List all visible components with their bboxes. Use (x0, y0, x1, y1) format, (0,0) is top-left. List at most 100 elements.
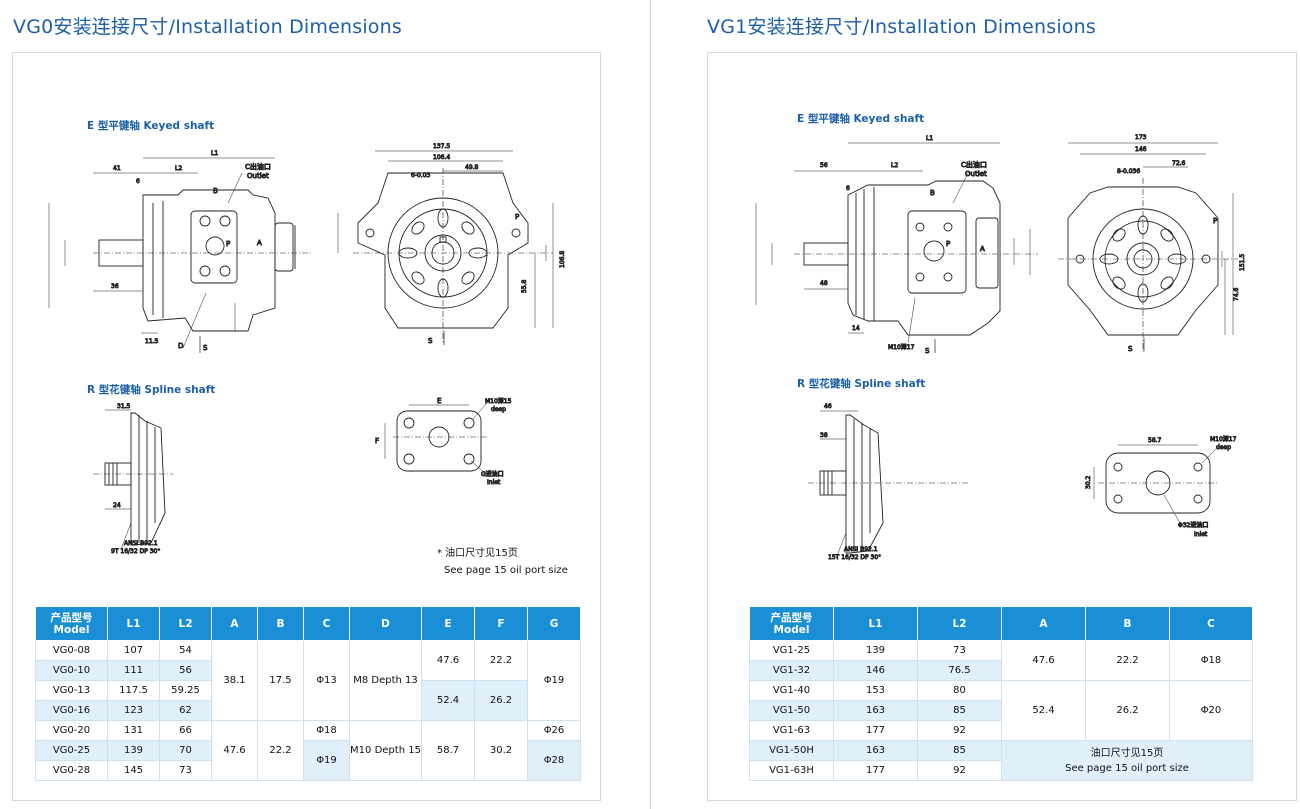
dim-l2: L2 (891, 162, 898, 169)
g-cell: Φ19 (527, 640, 581, 721)
model-cell: VG1-63H (749, 760, 834, 781)
front-port-p-label: P (1213, 217, 1217, 225)
d-cell: M10 Depth 15 (349, 720, 422, 781)
table-row: VG0-25 139 70 Φ19 Φ28 (35, 740, 581, 781)
model-cell: VG1-32 (749, 660, 834, 681)
table-row: VG0-10 111 56 (35, 660, 581, 681)
l2-cell: 80 (917, 680, 1002, 701)
dim-55-8: 55.8 (521, 279, 528, 293)
flange-f-label: F (375, 437, 379, 445)
page-title: VG0安装连接尺寸/Installation Dimensions (13, 16, 402, 38)
spline-teeth-label: 9T 16/32 DP 30° (111, 548, 160, 555)
header-l1: L1 (833, 606, 918, 641)
ansi-label: ANSI B92.1 (124, 540, 158, 547)
vg0-page: VG0安装连接尺寸/Installation Dimensions E 型平键轴… (12, 16, 601, 801)
c-cell: Φ18 (303, 720, 350, 741)
table-row: VG1-63 177 92 (749, 720, 1253, 741)
header-a: A (1001, 606, 1086, 641)
inlet-cn-label: G进油口 (481, 470, 504, 478)
f-cell: 22.2 (474, 640, 528, 681)
l2-cell: 85 (917, 740, 1002, 761)
table-row: VG0-28 145 73 (35, 760, 581, 781)
l1-cell: 107 (107, 640, 160, 661)
l1-cell: 177 (833, 760, 918, 781)
flange-deep-label: deep (491, 406, 506, 413)
dim-l1: L1 (211, 150, 218, 157)
model-cell: VG1-40 (749, 680, 834, 701)
l2-cell: 92 (917, 760, 1002, 781)
dim-a-label: A (980, 245, 985, 253)
port-s-label: S (925, 347, 930, 355)
l1-cell: 123 (107, 700, 160, 721)
l1-cell: 145 (107, 760, 160, 781)
b-cell: 22.2 (1085, 640, 1170, 681)
b-cell: 26.2 (1085, 680, 1170, 741)
dim-48: 48 (820, 280, 828, 287)
l1-cell: 139 (833, 640, 918, 661)
l1-cell: 131 (107, 720, 160, 741)
flange-e-label: E (437, 397, 441, 405)
outlet-cn-label: C出油口 (961, 160, 987, 169)
ansi-label: ANSI B92.1 (844, 546, 878, 553)
l1-cell: 153 (833, 680, 918, 701)
model-cell: VG0-08 (35, 640, 108, 661)
l2-cell: 73 (917, 640, 1002, 661)
l2-cell: 59.25 (159, 680, 212, 701)
a-cell: 38.1 (211, 640, 258, 721)
dim-14: 14 (852, 325, 860, 332)
table-row: VG0-08 107 54 38.1 17.5 Φ13 M8 Depth 13 … (35, 640, 581, 721)
dim-l1: L1 (926, 135, 933, 142)
dim-38: 38 (820, 432, 828, 439)
c-cell: Φ18 (1169, 640, 1253, 681)
keyed-shaft-label: E 型平键轴 Keyed shaft (797, 113, 925, 125)
model-cell: VG0-10 (35, 660, 108, 681)
e-cell: 58.7 (421, 720, 475, 781)
vg1-port-flange (1093, 444, 1219, 524)
header-b: B (1085, 606, 1170, 641)
dim-b-label: B (930, 189, 935, 197)
l2-cell: 62 (159, 700, 212, 721)
dim-a-label: A (257, 239, 262, 247)
outlet-en-label: Outlet (965, 170, 987, 178)
header-g: G (527, 606, 581, 641)
l2-cell: 92 (917, 720, 1002, 741)
vg1-front-view (1058, 142, 1238, 353)
l2-cell: 70 (159, 740, 212, 761)
inlet-en-label: Inlet (487, 479, 501, 486)
l1-cell: 139 (107, 740, 160, 761)
l1-cell: 177 (833, 720, 918, 741)
table-row: VG1-63H 177 92 (749, 760, 1253, 781)
vg0-spline-view (93, 409, 173, 550)
g-cell: Φ26 (527, 720, 581, 741)
c-cell: Φ13 (303, 640, 350, 721)
table-row: VG1-25 139 73 47.6 22.2 Φ18 (749, 640, 1253, 681)
outlet-en-label: Outlet (247, 172, 269, 180)
header-f: F (474, 606, 528, 641)
inlet-cn-label: Φ32进油口 (1178, 521, 1208, 529)
spline-shaft-label: R 型花键轴 Spline shaft (797, 378, 926, 390)
port-s-label: S (203, 344, 208, 352)
spline-teeth-label: 15T 16/32 DP 30° (828, 554, 881, 561)
f-cell: 26.2 (474, 680, 528, 721)
dim-106-8: 106.8 (559, 251, 566, 268)
vg0-drawing-panel: E 型平键轴 Keyed shaft (12, 52, 601, 801)
dim-30-2: 30.2 (1085, 475, 1092, 489)
e-cell: 52.4 (421, 680, 475, 721)
f-cell: 30.2 (474, 720, 528, 781)
model-cell: VG0-28 (35, 760, 108, 781)
dim-key-6: 6-0.03 (411, 172, 431, 179)
front-port-s-label: S (1128, 345, 1133, 353)
header-c: C (303, 606, 350, 641)
thread-m10-17: M10深17 (888, 343, 915, 351)
header-e: E (421, 606, 475, 641)
l1-cell: 146 (833, 660, 918, 681)
port-p-label: P (226, 240, 230, 248)
front-port-p-label: P (515, 213, 519, 221)
outlet-cn-label: C出油口 (245, 162, 271, 171)
dim-137-5: 137.5 (433, 143, 450, 150)
dim-72-6: 72.6 (1172, 160, 1186, 167)
oil-port-note-en: See page 15 oil port size (1065, 762, 1189, 774)
oil-port-note-en: See page 15 oil port size (444, 565, 568, 576)
